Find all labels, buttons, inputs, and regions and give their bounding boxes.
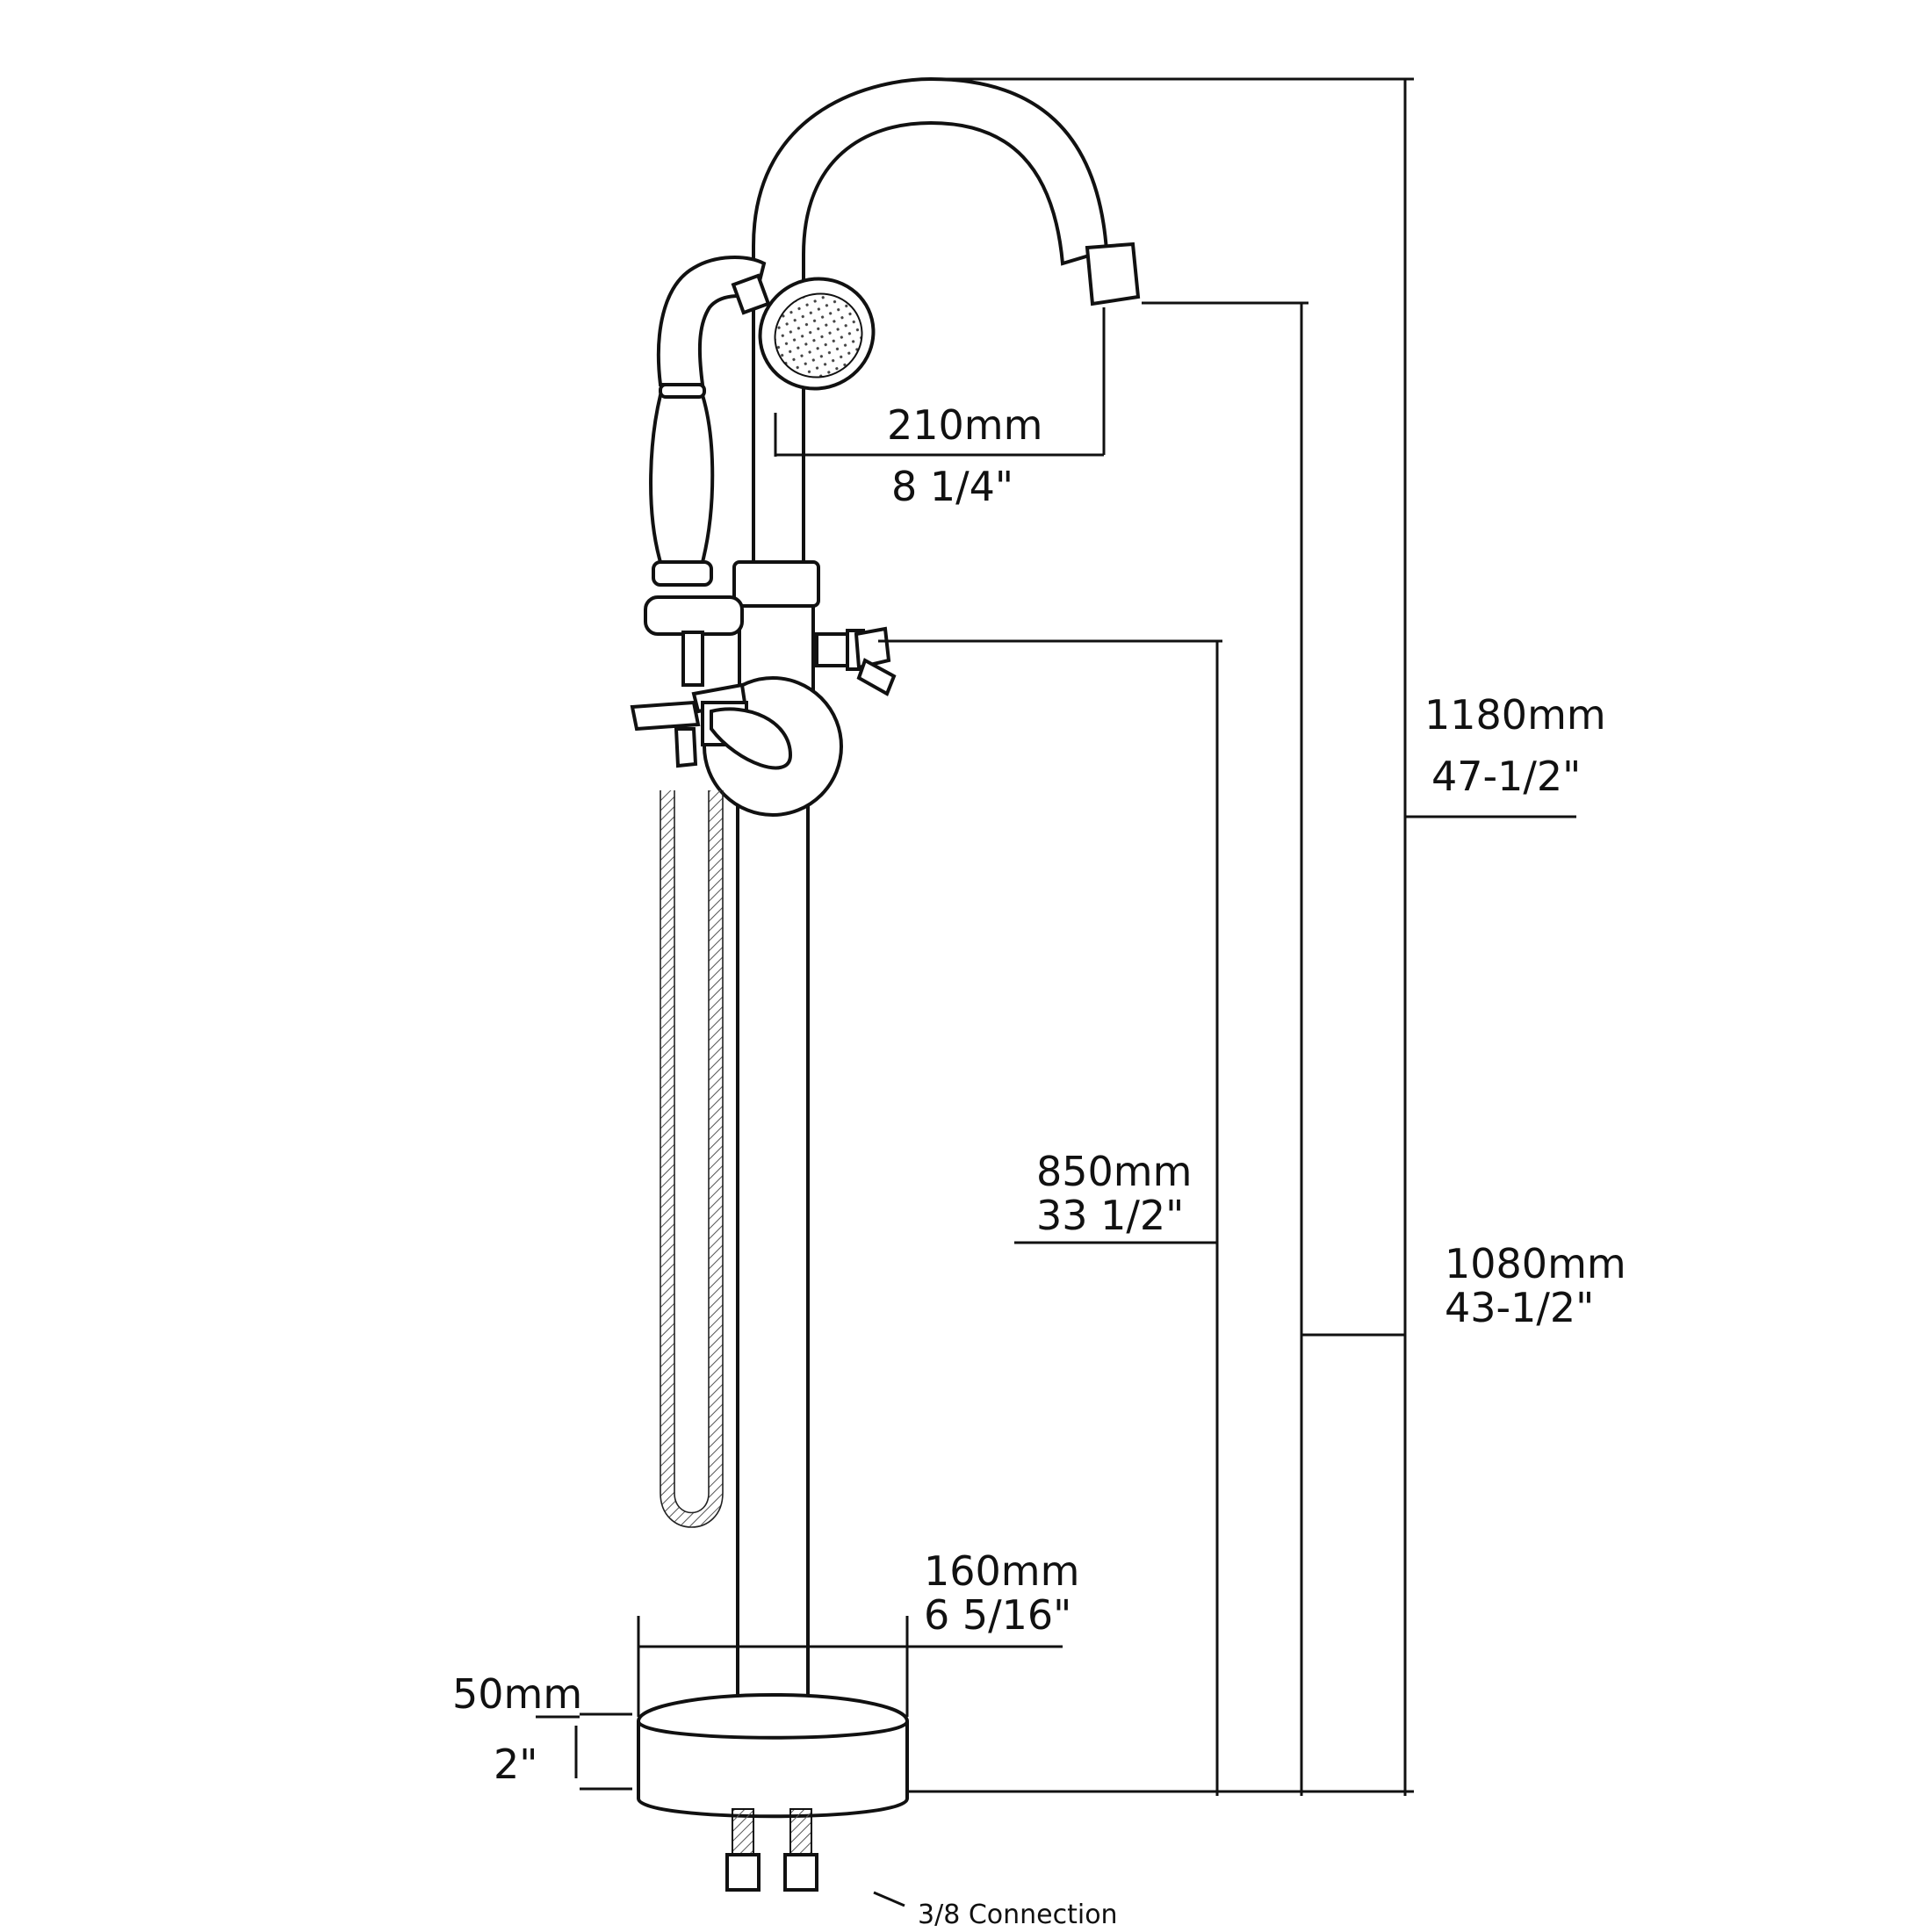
grip-ring-top	[659, 383, 706, 399]
right-cross-handle	[815, 626, 897, 696]
connection-label: 3/8 Connection	[918, 1900, 1118, 1930]
gooseneck-spout	[752, 76, 1109, 573]
main-column	[736, 789, 810, 1723]
shower-head-face	[774, 292, 863, 378]
handle-height-imperial: 33 1/2"	[1036, 1192, 1184, 1239]
neck-joint	[731, 273, 771, 315]
spout-height-imperial: 43-1/2"	[1445, 1284, 1594, 1331]
base-body	[637, 1719, 909, 1819]
connection-hose-right	[783, 1808, 818, 1892]
faucet-illustration	[630, 76, 1141, 1892]
shower-cradle	[644, 595, 744, 636]
base-height-metric: 50mm	[452, 1670, 582, 1718]
base-diameter-metric: 160mm	[924, 1547, 1079, 1595]
overall-height-metric: 1180mm	[1424, 691, 1606, 739]
valve-collar	[732, 560, 820, 608]
connection-hose-left	[725, 1808, 761, 1892]
left-cross-handle	[630, 682, 793, 770]
hand-shower-neck	[656, 256, 767, 386]
base-diameter-imperial: 6 5/16"	[924, 1591, 1071, 1639]
spout-height-metric: 1080mm	[1445, 1240, 1626, 1287]
spout-reach-metric: 210mm	[887, 401, 1042, 449]
cradle-stem	[681, 631, 704, 687]
base-height-imperial: 2"	[494, 1741, 537, 1788]
hand-shower-grip	[649, 393, 715, 564]
shower-hose	[660, 790, 723, 1526]
handle-height-metric: 850mm	[1036, 1148, 1192, 1195]
spout-reach-imperial: 8 1/4"	[891, 463, 1013, 510]
grip-ring-bottom	[652, 560, 713, 587]
dimension-lines	[536, 77, 1576, 1907]
overall-height-imperial: 47-1/2"	[1431, 753, 1581, 800]
spout-tip	[1085, 242, 1141, 306]
